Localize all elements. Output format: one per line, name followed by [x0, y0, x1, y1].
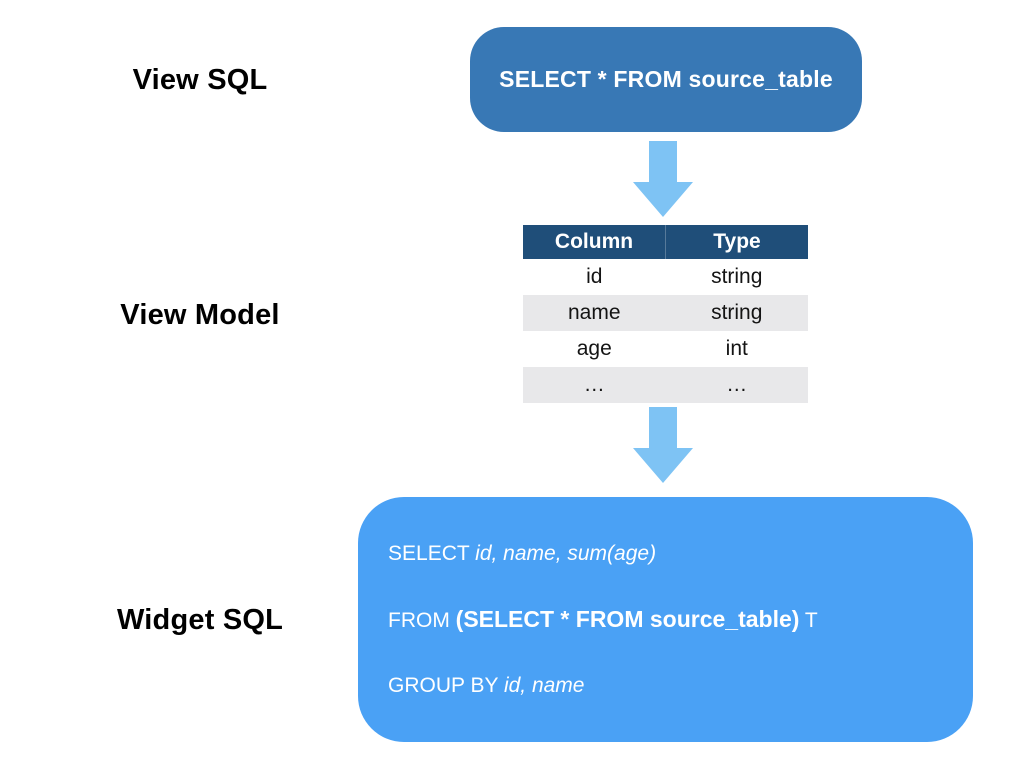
- widget-sql-line-select: SELECT id, name, sum(age): [388, 542, 953, 565]
- view-model-label: View Model: [120, 299, 280, 331]
- view-model-table-head: Column Type: [523, 225, 808, 259]
- table-cell-type: string: [665, 295, 808, 331]
- table-cell-type: string: [711, 265, 763, 288]
- view-model-table-body: id string name string age int … …: [523, 259, 808, 403]
- sql-keyword-text: SELECT: [388, 541, 476, 565]
- table-row: id string: [523, 259, 808, 295]
- sql-keyword-text: GROUP BY: [388, 674, 504, 698]
- table-cell-column: …: [523, 367, 666, 403]
- table-row: name string: [523, 295, 808, 331]
- widget-sql-box: SELECT id, name, sum(age) FROM (SELECT *…: [358, 497, 973, 742]
- view-sql-label: View SQL: [132, 64, 268, 96]
- table-row: … …: [523, 367, 808, 403]
- widget-sql-line-groupby: GROUP BY id, name: [388, 674, 953, 697]
- table-cell-type: …: [665, 367, 808, 403]
- sql-subquery-text: (SELECT * FROM source_table): [455, 605, 800, 632]
- sql-alias-text: T: [799, 608, 818, 632]
- table-cell-column: id: [586, 265, 603, 288]
- arrow-down-shape: [633, 141, 693, 217]
- table-cell-type: int: [725, 337, 748, 360]
- view-sql-query-text: SELECT * FROM source_table: [499, 66, 833, 92]
- sql-columns-text: id, name: [503, 674, 585, 698]
- view-model-table: Column Type id string name string age in…: [523, 225, 808, 403]
- arrow-down-icon: [633, 407, 693, 483]
- table-header-row: Column Type: [523, 225, 808, 259]
- type-header: Type: [665, 225, 808, 259]
- arrow-down-shape: [633, 407, 693, 483]
- sql-keyword-text: FROM: [388, 608, 456, 632]
- widget-sql-label: Widget SQL: [116, 604, 284, 636]
- column-header: Column: [523, 225, 666, 259]
- table-cell-column: age: [576, 337, 612, 360]
- widget-sql-line-from: FROM (SELECT * FROM source_table) T: [388, 605, 953, 632]
- table-cell-column: name: [523, 295, 666, 331]
- arrow-down-icon: [633, 141, 693, 217]
- view-sql-box: SELECT * FROM source_table: [470, 27, 862, 132]
- sql-columns-text: id, name, sum(age): [475, 541, 657, 565]
- table-row: age int: [523, 331, 808, 367]
